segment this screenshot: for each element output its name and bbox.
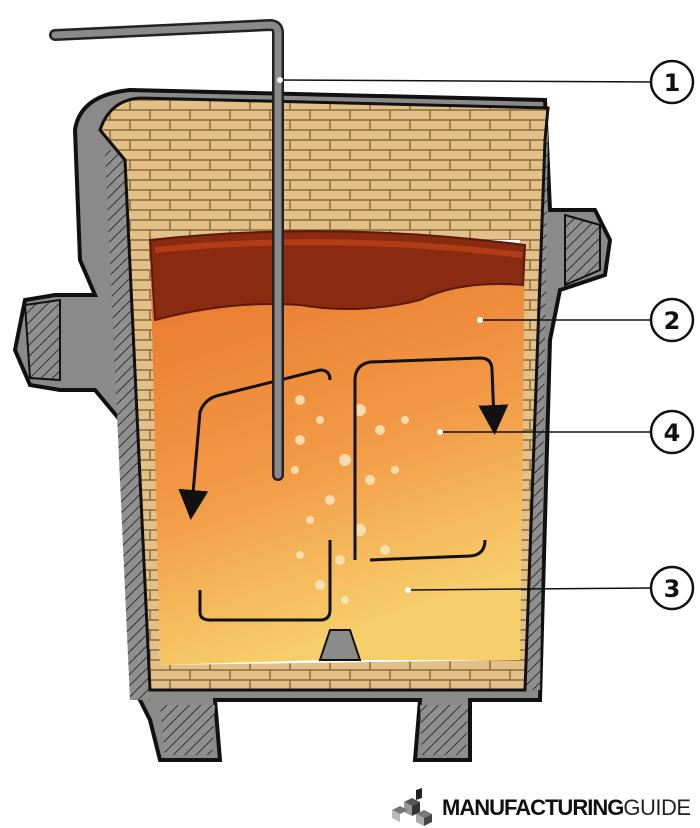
slag-layer (148, 230, 527, 322)
callout-2: 2 (477, 297, 695, 343)
logo-text-light: GUIDE (623, 795, 691, 820)
callout-3: 3 (405, 565, 695, 611)
porous-plug (318, 629, 362, 661)
circulation-arrows (178, 356, 509, 622)
callout-4: 4 (437, 409, 695, 455)
callout-1: 1 (277, 59, 695, 105)
manufacturing-guide-logo: MANUFACTURINGGUIDE (388, 788, 691, 828)
callout-number: 4 (664, 419, 681, 447)
argon-bubbles (291, 395, 409, 604)
callout-number: 3 (664, 575, 681, 603)
logo-text-bold: MANUFACTURING (442, 795, 624, 820)
callout-number: 1 (664, 69, 681, 97)
callout-number: 2 (664, 307, 681, 335)
cubes-logo-icon (392, 788, 432, 826)
